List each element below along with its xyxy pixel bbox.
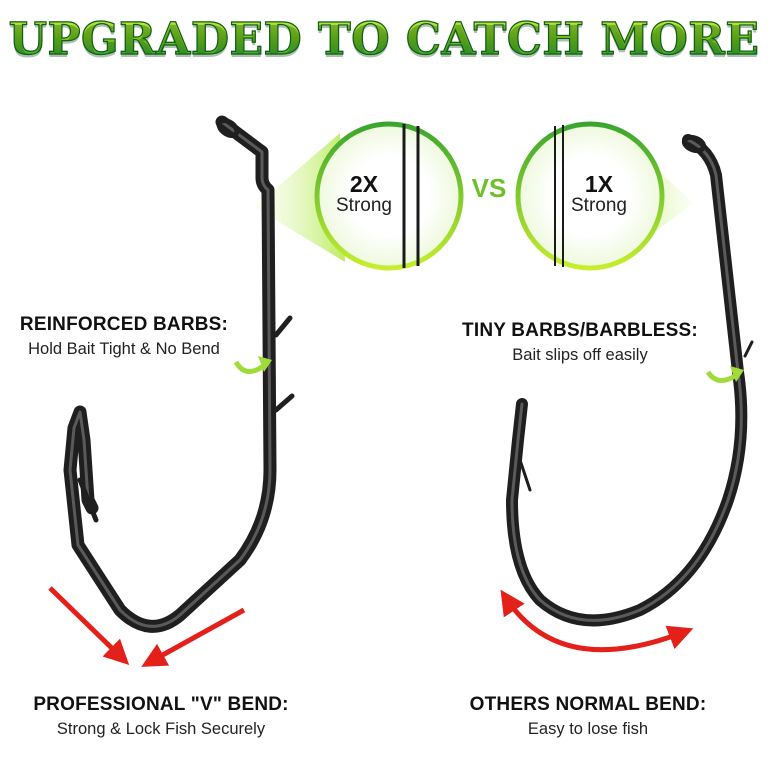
right-red-curved-arrow bbox=[500, 589, 694, 653]
right-strength-callout: 1X Strong bbox=[561, 172, 637, 216]
right-barb-pointer-head bbox=[730, 366, 744, 382]
right-bend-desc: Easy to lose fish bbox=[527, 720, 649, 738]
left-strength-callout: 2X Strong bbox=[324, 172, 404, 216]
left-barbs-label: REINFORCED BARBS: Hold Bait Tight & No B… bbox=[2, 314, 246, 359]
left-magnifier-circle bbox=[314, 121, 464, 271]
left-strength-label: Strong bbox=[336, 195, 392, 217]
right-barbs-title: TINY BARBS/BARBLESS: bbox=[462, 320, 698, 341]
right-magnifier-circle bbox=[515, 121, 665, 271]
left-barb-pointer-head bbox=[258, 356, 272, 372]
right-bend-label: OTHERS NORMAL BEND: Easy to lose fish bbox=[438, 694, 738, 739]
left-red-arrow-2 bbox=[141, 607, 246, 667]
left-barbs-title: REINFORCED BARBS: bbox=[19, 314, 229, 335]
left-bend-label: PROFESSIONAL "V" BEND: Strong & Lock Fis… bbox=[2, 694, 320, 739]
right-barbs-label: TINY BARBS/BARBLESS: Bait slips off easi… bbox=[440, 320, 720, 365]
headline: UPGRADED TO CATCH MORE bbox=[0, 13, 768, 65]
right-strength-label: Strong bbox=[571, 195, 627, 217]
left-strength-value: 2X bbox=[349, 171, 379, 197]
left-hook-image bbox=[63, 115, 295, 633]
right-barbs-desc: Bait slips off easily bbox=[512, 346, 648, 364]
left-bend-desc: Strong & Lock Fish Securely bbox=[56, 720, 266, 738]
vs-label: VS bbox=[471, 173, 507, 203]
right-strength-value: 1X bbox=[584, 171, 614, 197]
right-bend-title: OTHERS NORMAL BEND: bbox=[469, 694, 707, 715]
left-red-arrow-1 bbox=[48, 586, 130, 665]
left-bend-title: PROFESSIONAL "V" BEND: bbox=[33, 694, 289, 715]
left-barbs-desc: Hold Bait Tight & No Bend bbox=[28, 340, 220, 358]
